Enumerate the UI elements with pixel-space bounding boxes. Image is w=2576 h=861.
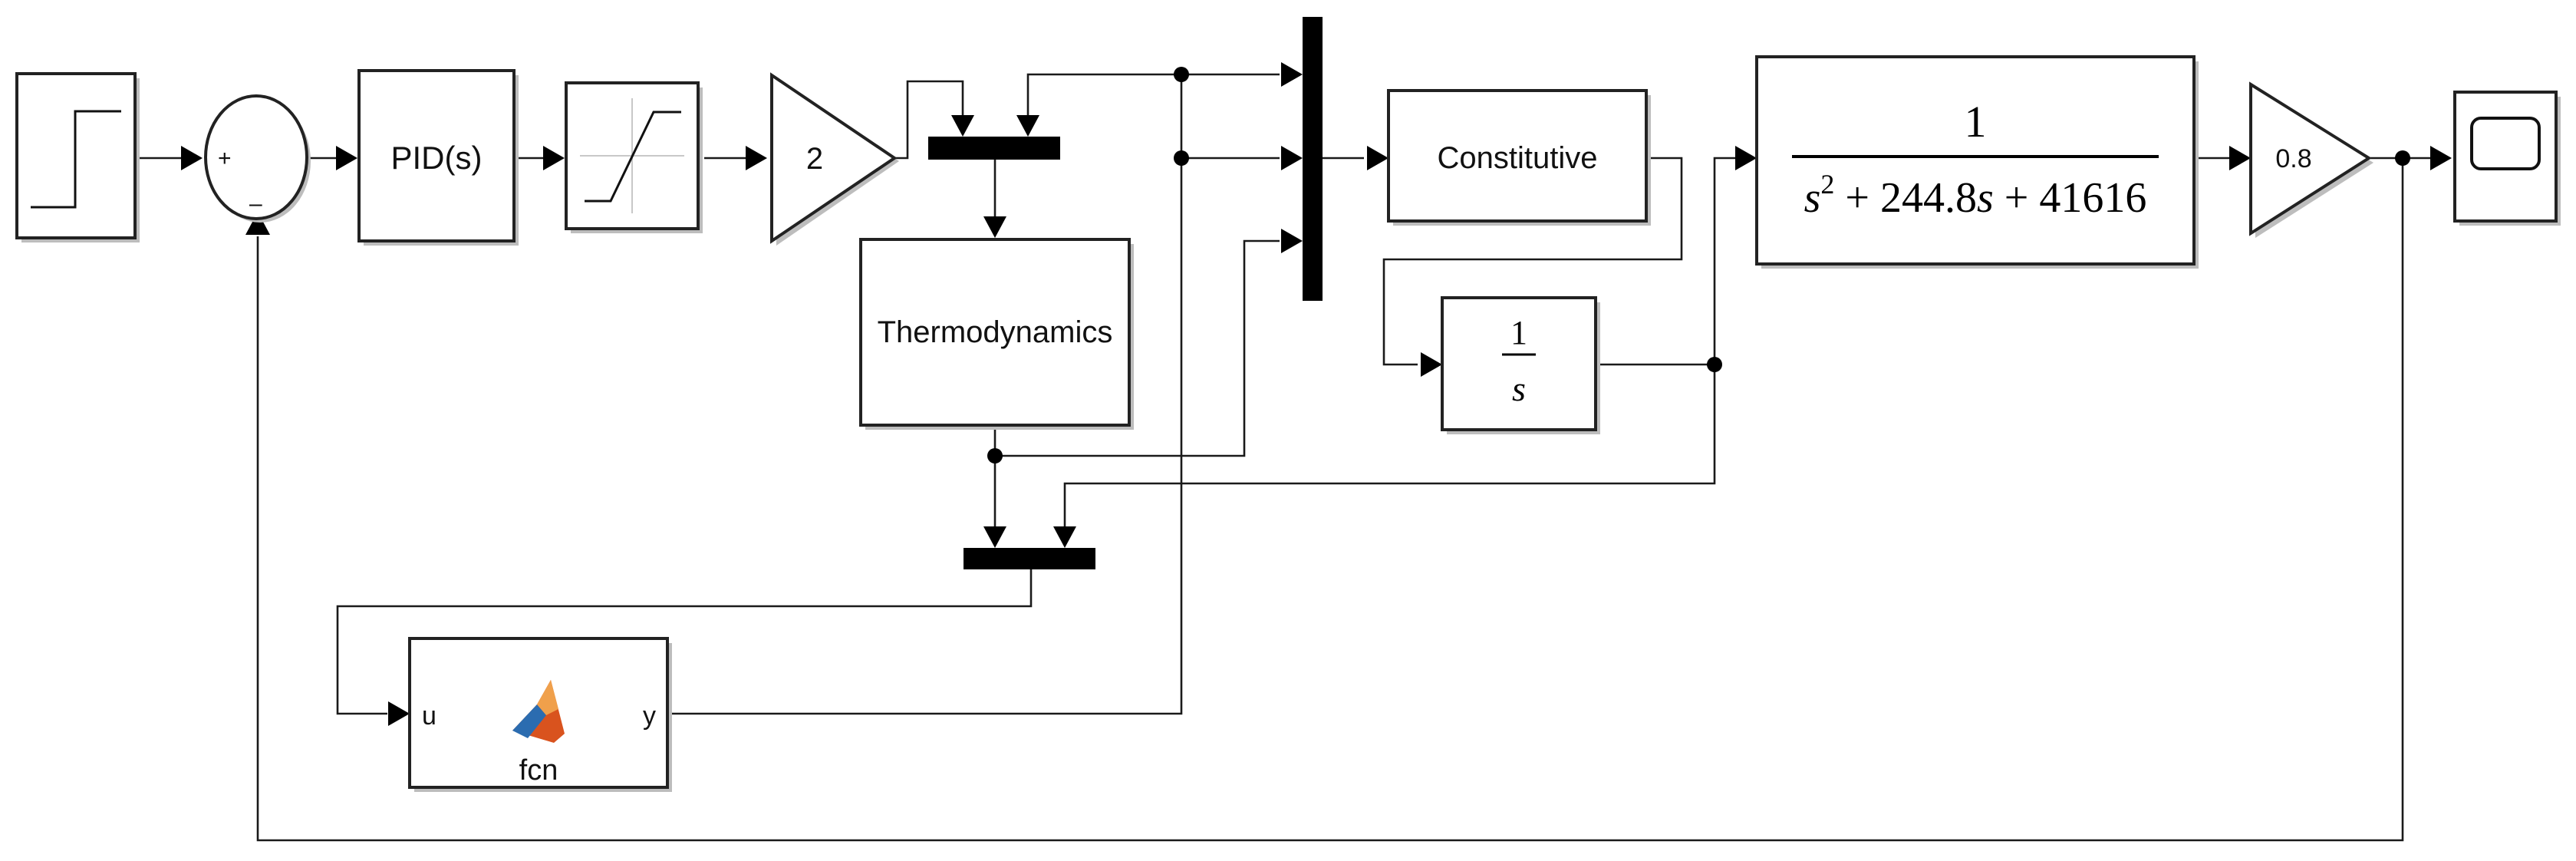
tf-den-tail: + 41616 bbox=[1994, 174, 2147, 222]
arrow-into-sum-bottom bbox=[245, 212, 270, 235]
tf-den-mid: + 244.8 bbox=[1834, 174, 1977, 222]
arrow-into-gain2 bbox=[2229, 146, 2251, 170]
arrow-into-gain bbox=[746, 146, 767, 170]
arrow-into-bigmux-1 bbox=[1281, 62, 1303, 87]
mux-bar-main[interactable] bbox=[1303, 17, 1323, 301]
arrow-into-bigmux-3 bbox=[1281, 229, 1303, 253]
junction-dot bbox=[1174, 67, 1189, 82]
arrow-into-bigmux-2 bbox=[1281, 146, 1303, 170]
wire-branch-to-mux1[interactable] bbox=[1026, 73, 1181, 123]
junction-dot bbox=[1707, 357, 1722, 372]
arrow-into-mux2-right bbox=[1053, 526, 1076, 548]
arrow-into-sum bbox=[181, 146, 203, 170]
arrow-into-constitutive bbox=[1367, 146, 1388, 170]
junction-dot bbox=[2395, 150, 2410, 166]
integrator-denominator: s bbox=[1512, 369, 1526, 408]
wire-thermo-to-bigmux-in3[interactable] bbox=[993, 239, 1280, 457]
matlab-logo-icon bbox=[512, 680, 565, 743]
matlab-function-block[interactable]: u y fcn bbox=[408, 637, 672, 792]
tf-denominator: s2 + 244.8s + 41616 bbox=[1804, 169, 2147, 222]
wire-fcn-output-bus[interactable] bbox=[672, 74, 1183, 715]
gain-2-value: 0.8 bbox=[2275, 144, 2311, 173]
junction-dot bbox=[987, 448, 1003, 463]
sum-plus-sign: + bbox=[218, 146, 232, 171]
arrow-into-thermo bbox=[983, 216, 1006, 238]
junction-dot bbox=[1174, 150, 1189, 166]
arrow-into-mux1-right bbox=[1016, 115, 1039, 137]
arrow-into-scope bbox=[2430, 146, 2452, 170]
wire-mux2-to-fcn[interactable] bbox=[336, 569, 1033, 715]
thermodynamics-block[interactable]: Thermodynamics bbox=[859, 238, 1134, 430]
step-icon bbox=[31, 110, 121, 209]
wire-constitutive-to-integrator[interactable] bbox=[1382, 157, 1683, 366]
wire-integrator-to-mux2[interactable] bbox=[1063, 365, 1716, 528]
pid-label: PID(s) bbox=[391, 140, 483, 176]
arrow-into-saturation bbox=[543, 146, 565, 170]
fcn-name-label: fcn bbox=[519, 754, 558, 787]
pid-block[interactable]: PID(s) bbox=[357, 69, 519, 246]
tf-numerator: 1 bbox=[1965, 97, 1987, 147]
arrow-into-pid bbox=[336, 146, 357, 170]
arrow-into-mux2-left bbox=[983, 526, 1006, 548]
signal-wires bbox=[137, 73, 2430, 842]
sum-minus-sign: – bbox=[249, 191, 262, 216]
arrow-into-mux1-left bbox=[951, 115, 974, 137]
arrow-into-integrator bbox=[1421, 352, 1442, 377]
saturation-icon bbox=[580, 98, 684, 213]
saturation-block[interactable] bbox=[565, 81, 703, 233]
gain-block-2[interactable]: 0.8 bbox=[2249, 81, 2373, 238]
tf-den-s2: s bbox=[1977, 174, 1994, 222]
mux-bar-1[interactable] bbox=[928, 137, 1060, 160]
gain-block[interactable]: 2 bbox=[770, 72, 899, 246]
step-block[interactable] bbox=[15, 72, 140, 242]
integrator-block[interactable]: 1 s bbox=[1441, 296, 1600, 434]
wire-integrator-to-tf[interactable] bbox=[1597, 157, 1735, 366]
constitutive-label: Constitutive bbox=[1438, 141, 1598, 175]
mux-bar-2[interactable] bbox=[964, 548, 1095, 569]
scope-icon bbox=[2470, 117, 2541, 170]
integrator-numerator: 1 bbox=[1510, 314, 1527, 351]
wire-gain-to-mux1[interactable] bbox=[894, 80, 964, 160]
gain-value: 2 bbox=[806, 142, 823, 176]
arrow-into-tf bbox=[1735, 146, 1757, 170]
arrowheads bbox=[181, 62, 2452, 726]
transfer-function-block[interactable]: 1 s2 + 244.8s + 41616 bbox=[1755, 55, 2199, 269]
scope-block[interactable] bbox=[2453, 91, 2561, 226]
junctions bbox=[987, 67, 2410, 463]
wire-feedback[interactable] bbox=[256, 158, 2404, 842]
arrow-into-fcn bbox=[388, 701, 410, 726]
tf-den-s: s bbox=[1804, 174, 1821, 222]
constitutive-block[interactable]: Constitutive bbox=[1387, 89, 1651, 226]
fcn-input-port-label: u bbox=[422, 701, 436, 731]
tf-den-exp: 2 bbox=[1820, 169, 1834, 200]
thermodynamics-label: Thermodynamics bbox=[878, 315, 1113, 349]
fcn-output-port-label: y bbox=[643, 701, 656, 731]
sum-block[interactable]: + – bbox=[204, 94, 311, 223]
